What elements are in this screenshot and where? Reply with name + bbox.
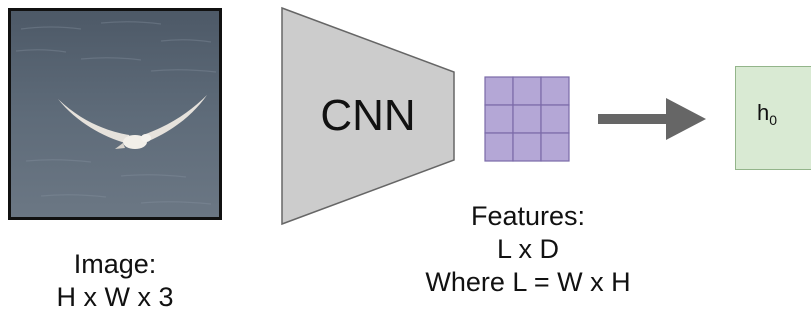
image-caption: Image: H x W x 3 [8, 248, 222, 314]
feature-cell [540, 76, 570, 106]
cnn-block [281, 6, 455, 226]
hidden-state-subscript: 0 [769, 112, 778, 128]
image-caption-dimensions: H x W x 3 [56, 282, 174, 312]
hidden-state-symbol: h [756, 100, 770, 125]
cnn-label: CNN [320, 91, 416, 140]
features-caption-shape: L x D [496, 234, 559, 264]
hidden-state-label: h0 [735, 98, 799, 135]
feature-cell [512, 132, 542, 162]
feature-cell [484, 104, 514, 134]
feature-cell [540, 104, 570, 134]
feature-cell [540, 132, 570, 162]
arrow-shaft [598, 114, 668, 124]
feature-cell [512, 104, 542, 134]
feature-cell [484, 76, 514, 106]
cnn-trapezoid [281, 6, 455, 226]
features-caption: Features: L x D Where L = W x H [394, 200, 662, 299]
feature-cell [512, 76, 542, 106]
arrow-head [666, 98, 706, 140]
input-image [8, 8, 222, 220]
right-arrow-icon [598, 98, 706, 140]
features-caption-title: Features: [470, 201, 586, 231]
image-caption-line1: Image: [73, 249, 157, 279]
feature-cell [484, 132, 514, 162]
features-caption-definition: Where L = W x H [425, 267, 631, 297]
bird-over-water-photo [11, 11, 219, 217]
hidden-state-box [735, 66, 811, 170]
feature-grid [484, 76, 570, 162]
bird [58, 95, 207, 149]
